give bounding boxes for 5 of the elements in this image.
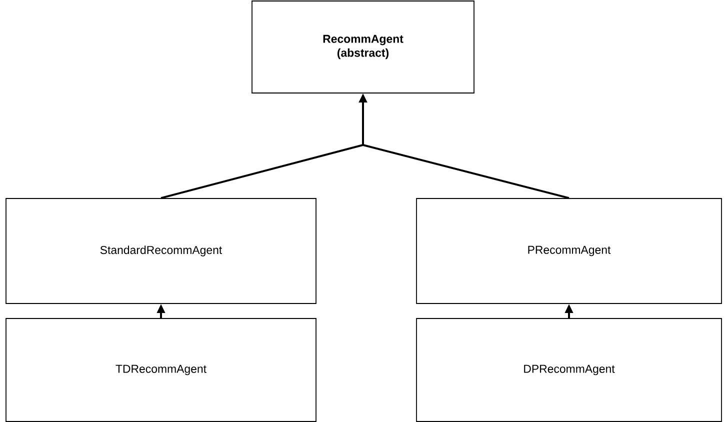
class-box: PRecommAgent	[416, 198, 722, 304]
class-box: StandardRecommAgent	[6, 198, 316, 304]
class-box: DPRecommAgent	[416, 318, 722, 422]
class-box: TDRecommAgent	[6, 318, 316, 422]
class-box: RecommAgent (abstract)	[252, 0, 474, 94]
